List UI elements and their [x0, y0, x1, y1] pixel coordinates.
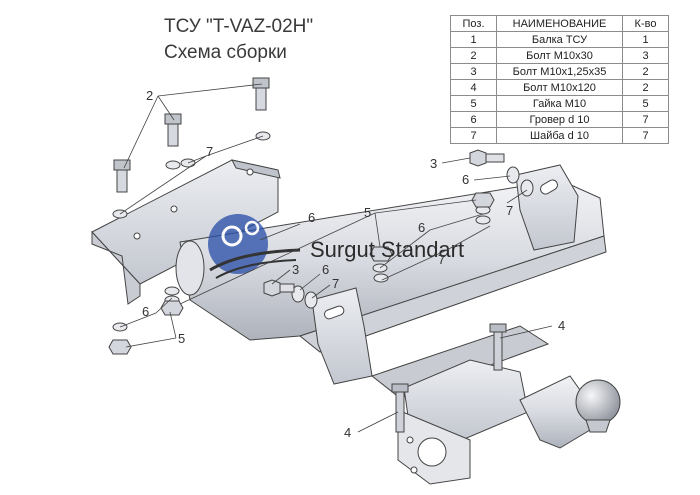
cell-pos: 3	[450, 63, 497, 80]
cell-pos: 6	[450, 111, 497, 128]
callout-4-b: 4	[344, 425, 351, 440]
cell-qty: 7	[622, 127, 669, 144]
table-row: 1 Балка ТСУ 1	[450, 31, 669, 48]
callout-6-e: 6	[142, 304, 149, 319]
table-row: 7 Шайба d 10 7	[450, 127, 669, 144]
callout-5-a: 5	[364, 205, 371, 220]
left-bracket	[91, 159, 281, 305]
cell-qty: 2	[622, 79, 669, 96]
cell-qty: 5	[622, 95, 669, 112]
callout-7-a: 7	[206, 144, 213, 159]
cell-pos: 1	[450, 31, 497, 48]
callout-6-c: 6	[418, 220, 425, 235]
table-row: 3 Болт М10х1,25х35 2	[450, 63, 669, 80]
callout-4-a: 4	[558, 318, 565, 333]
leader-lines	[119, 83, 553, 433]
table-row: 4 Болт М10х120 2	[450, 79, 669, 96]
watermark-logo	[208, 214, 301, 279]
header-pos: Поз.	[450, 15, 497, 32]
header-qty: К-во	[622, 15, 669, 32]
cell-pos: 5	[450, 95, 497, 112]
diagram-subtitle: Схема сборки	[164, 42, 287, 63]
parts-table-header: Поз. НАИМЕНОВАНИЕ К-во	[450, 15, 669, 32]
long-bolt-upper	[489, 323, 507, 371]
watermark-text: Surgut Standart	[310, 237, 464, 262]
cell-pos: 4	[450, 79, 497, 96]
diagram-title: ТСУ "T-VAZ-02H"	[164, 16, 314, 37]
cell-qty: 7	[622, 111, 669, 128]
parts-table: Поз. НАИМЕНОВАНИЕ К-во 1 Балка ТСУ 1 2 Б…	[450, 15, 669, 144]
cell-qty: 2	[622, 63, 669, 80]
callout-6-b: 6	[308, 210, 315, 225]
cell-qty: 3	[622, 47, 669, 64]
table-row: 6 Гровер d 10 7	[450, 111, 669, 128]
callout-5-b: 5	[178, 331, 185, 346]
cell-name: Болт М10х120	[496, 79, 623, 96]
callout-3-a: 3	[430, 156, 437, 171]
nuts	[108, 192, 495, 355]
cell-name: Болт М10х1,25х35	[496, 63, 623, 80]
callout-7-b: 7	[506, 203, 513, 218]
callout-numbers: 2 7 3 6 7 5 6 6 7 3 6 7 6 5 4 4	[142, 88, 565, 440]
header-name: НАИМЕНОВАНИЕ	[496, 15, 623, 32]
cell-name: Болт М10х30	[496, 47, 623, 64]
bolt-2-lower	[113, 159, 131, 193]
main-beam	[175, 179, 607, 353]
cell-pos: 7	[450, 127, 497, 144]
cell-name: Шайба d 10	[496, 127, 623, 144]
callout-7-c: 7	[438, 252, 445, 267]
table-row: 5 Гайка М10 5	[450, 95, 669, 112]
center-plate	[311, 287, 550, 399]
callout-7-d: 7	[332, 276, 339, 291]
bolt-2-upper	[252, 77, 270, 111]
cell-name: Балка ТСУ	[496, 31, 623, 48]
cell-qty: 1	[622, 31, 669, 48]
callout-2: 2	[146, 88, 153, 103]
long-bolt-lower	[391, 383, 409, 433]
callout-6-a: 6	[462, 172, 469, 187]
cell-name: Гайка М10	[496, 95, 623, 112]
bolts-3	[263, 149, 505, 297]
cell-pos: 2	[450, 47, 497, 64]
table-row: 2 Болт М10х30 3	[450, 47, 669, 64]
cell-name: Гровер d 10	[496, 111, 623, 128]
ball-mount	[397, 359, 621, 485]
callout-3-b: 3	[292, 262, 299, 277]
bolt-2-mid	[164, 113, 182, 147]
callout-6-d: 6	[322, 262, 329, 277]
